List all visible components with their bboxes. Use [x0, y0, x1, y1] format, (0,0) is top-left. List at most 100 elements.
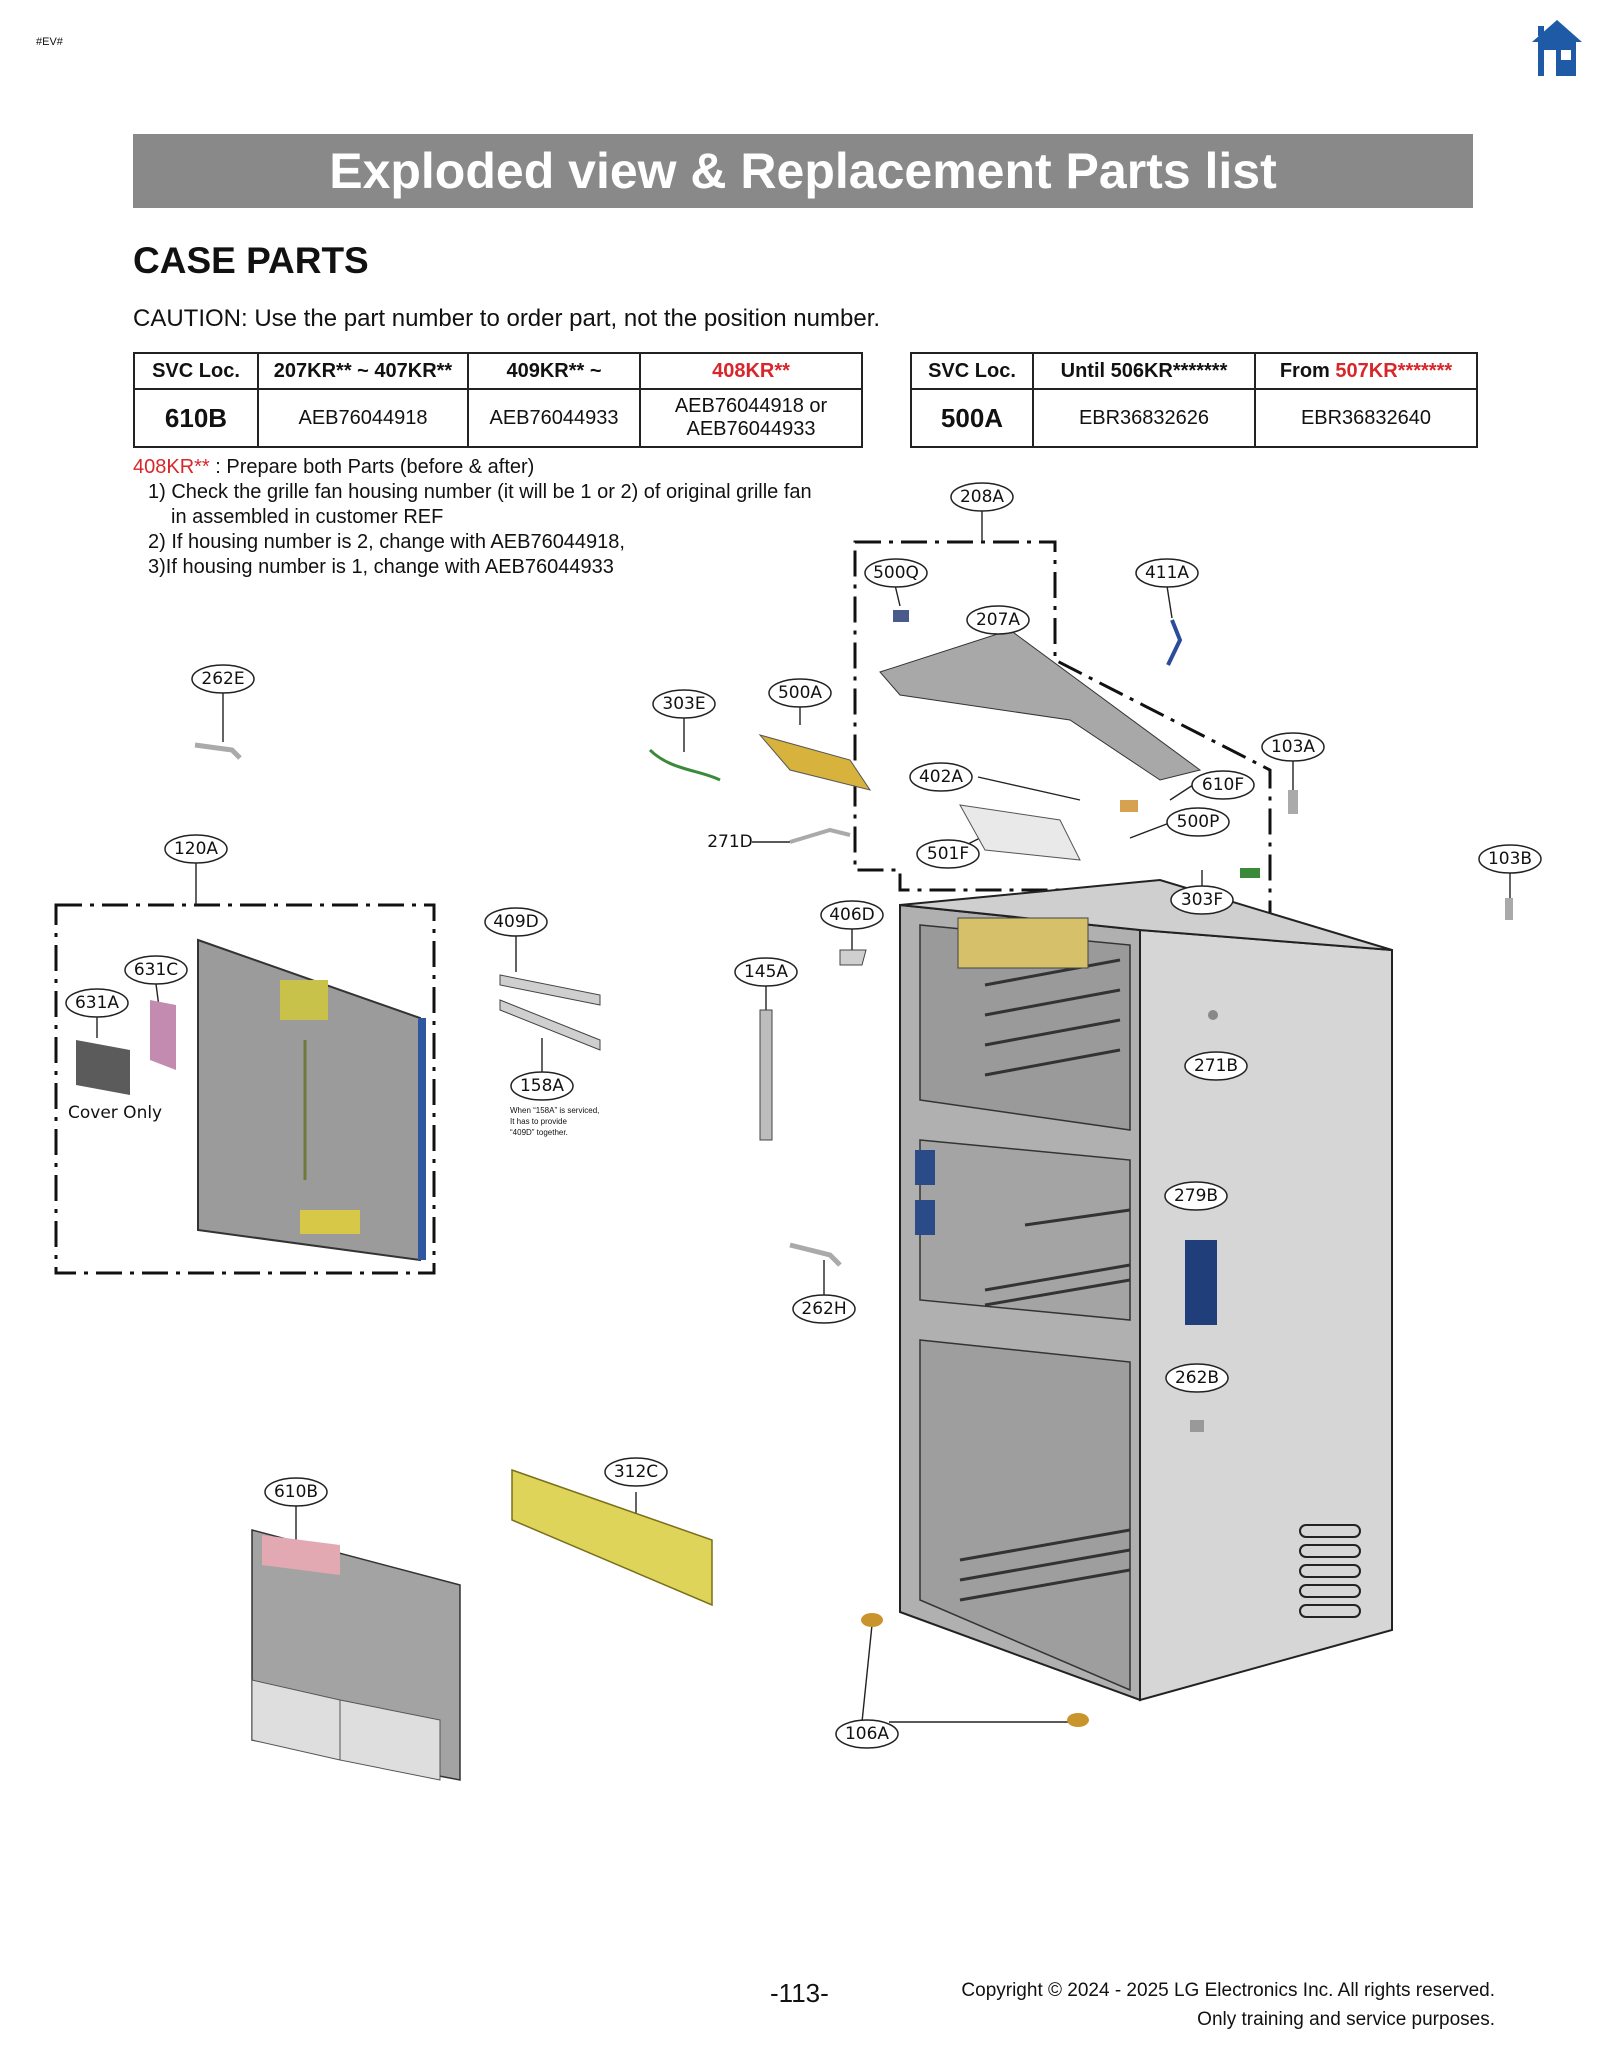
door-assembly [76, 938, 426, 1262]
callout-bubble [1184, 1051, 1248, 1081]
callout-bubble [264, 1477, 328, 1507]
callout-label: 279B [1174, 1186, 1218, 1206]
part-number-line: AEB76044933 [686, 418, 816, 440]
callout-label: 158A [520, 1076, 564, 1096]
callout-bubble [792, 1294, 856, 1324]
callout-bubble [1164, 1181, 1228, 1211]
note-intro: : Prepare both Parts (before & after) [209, 456, 535, 478]
note-model: 408KR** [133, 456, 210, 478]
callout-label: 501F [927, 844, 969, 864]
callout-label: 312C [614, 1462, 658, 1482]
svc-loc-cell: 610B [133, 388, 259, 448]
callout-label: 208A [960, 487, 1004, 507]
misc-parts [194, 742, 1089, 1781]
part-number-cell: EBR36832640 [1254, 388, 1478, 448]
callout-bubble [1191, 770, 1255, 800]
callout-label: 631A [75, 993, 119, 1013]
callout-label: 610B [274, 1482, 318, 1502]
callout-bubble [510, 1071, 574, 1101]
callout-bubble [1165, 1363, 1229, 1393]
parts-table-500a: SVC Loc. Until 506KR******* From 507KR**… [910, 352, 1478, 448]
callout-label: 262B [1175, 1368, 1219, 1388]
part-number-line: AEB76044918 or [674, 395, 828, 417]
group-boundary [54, 903, 436, 1275]
table-header: From 507KR******* [1254, 352, 1478, 390]
note-line: 2) If housing number is 2, change with A… [148, 531, 625, 553]
copyright-line: Copyright © 2024 - 2025 LG Electronics I… [961, 1980, 1495, 2001]
callout-label: 406D [829, 905, 875, 925]
callout-label: 145A [744, 962, 788, 982]
group-boundary [853, 540, 1272, 924]
callout-label: 207A [976, 610, 1020, 630]
svc-loc-cell: 500A [910, 388, 1034, 448]
note-line: 1) Check the grille fan housing number (… [148, 481, 812, 503]
cover-only-label: Cover Only [68, 1103, 162, 1123]
callout-bubble [604, 1457, 668, 1487]
part-number-cell: EBR36832626 [1032, 388, 1256, 448]
callout-bubble [1135, 558, 1199, 588]
callout-bubble [191, 664, 255, 694]
table-header: Until 506KR******* [1032, 352, 1256, 390]
callout-bubble [1478, 844, 1542, 874]
callout-bubble [1166, 807, 1230, 837]
callout-label: 303E [662, 694, 705, 714]
callout-bubble [124, 955, 188, 985]
callout-label: 103A [1271, 737, 1315, 757]
note-line: in assembled in customer REF [171, 506, 444, 528]
callout-bubble [65, 988, 129, 1018]
table-header: SVC Loc. [133, 352, 259, 390]
part-number-cell: AEB76044933 [467, 388, 641, 448]
callout-label: 262E [201, 669, 244, 689]
callout-bubble [734, 957, 798, 987]
note-line: 3)If housing number is 1, change with AE… [148, 556, 614, 578]
callout-label: 262H [801, 1299, 846, 1319]
callout-label: 631C [134, 960, 178, 980]
callout-label: 103B [1488, 849, 1532, 869]
callout-label: 411A [1145, 563, 1189, 583]
callout-label: 303F [1181, 890, 1223, 910]
callout-bubble [768, 678, 832, 708]
callout-bubble [820, 900, 884, 930]
callout-label: 402A [919, 767, 963, 787]
table-header: SVC Loc. [910, 352, 1034, 390]
callout-label: 271B [1194, 1056, 1238, 1076]
home-icon[interactable] [1530, 18, 1584, 78]
callout-bubble [1261, 732, 1325, 762]
note-158a-line: It has to provide [510, 1117, 567, 1126]
table-header: 409KR** ~ [467, 352, 641, 390]
table-header: 207KR** ~ 407KR** [257, 352, 469, 390]
part-number-cell: AEB76044918 [257, 388, 469, 448]
callout-bubble [864, 558, 928, 588]
callout-bubble [164, 834, 228, 864]
caution-text: CAUTION: Use the part number to order pa… [133, 305, 881, 332]
callout-label: 500P [1177, 812, 1220, 832]
doc-tag: #EV# [36, 36, 63, 48]
note-158a-line: “409D” together. [510, 1128, 568, 1137]
table-header: 408KR** [639, 352, 863, 390]
callout-label: 610F [1202, 775, 1244, 795]
parts-table-610b: SVC Loc. 207KR** ~ 407KR** 409KR** ~ 408… [133, 352, 863, 448]
section-title: CASE PARTS [133, 240, 369, 281]
callout-label: 500A [778, 683, 822, 703]
copyright-line: Only training and service purposes. [1197, 2009, 1495, 2030]
callout-bubble [484, 907, 548, 937]
callout-bubble [950, 482, 1014, 512]
callout-label: 409D [493, 912, 539, 932]
service-notes: 408KR** : Prepare both Parts (before & a… [133, 455, 812, 580]
table-header-prefix: From [1279, 359, 1330, 382]
table-header-model: 507KR******* [1335, 359, 1453, 382]
refrigerator-cabinet [899, 878, 1393, 1702]
top-assembly-parts [648, 610, 1513, 966]
callout-bubble [835, 1719, 899, 1749]
page-number: -113- [770, 1978, 829, 2008]
copyright: Copyright © 2024 - 2025 LG Electronics I… [961, 1976, 1495, 2034]
callout-label: 500Q [873, 563, 919, 583]
callout-bubble [1170, 885, 1234, 915]
callout-bubble [916, 839, 980, 869]
callout-label: 271D [707, 832, 753, 852]
callout-bubble [652, 689, 716, 719]
callout-label: 106A [845, 1724, 889, 1744]
callout-bubble [909, 762, 973, 792]
